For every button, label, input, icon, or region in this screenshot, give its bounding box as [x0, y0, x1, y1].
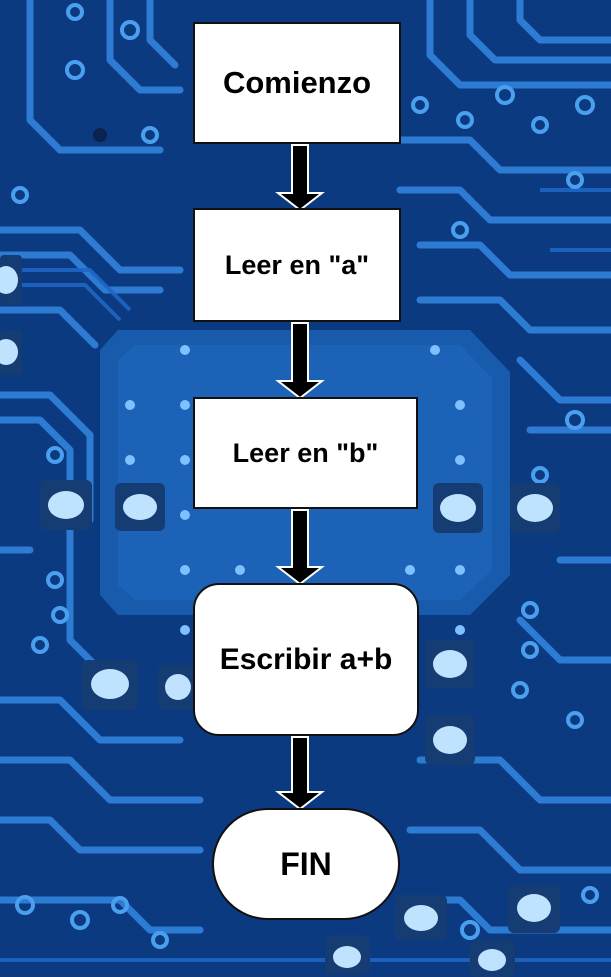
arrow-write-to-end — [275, 736, 325, 811]
read-b-node: Leer en "b" — [193, 397, 418, 509]
end-node: FIN — [212, 808, 400, 920]
start-node: Comienzo — [193, 22, 401, 144]
arrow-read-a-to-read-b — [275, 322, 325, 400]
write-sum-node: Escribir a+b — [193, 583, 419, 736]
arrow-read-b-to-write — [275, 509, 325, 586]
read-a-node: Leer en "a" — [193, 208, 401, 322]
arrow-start-to-read-a — [275, 144, 325, 212]
